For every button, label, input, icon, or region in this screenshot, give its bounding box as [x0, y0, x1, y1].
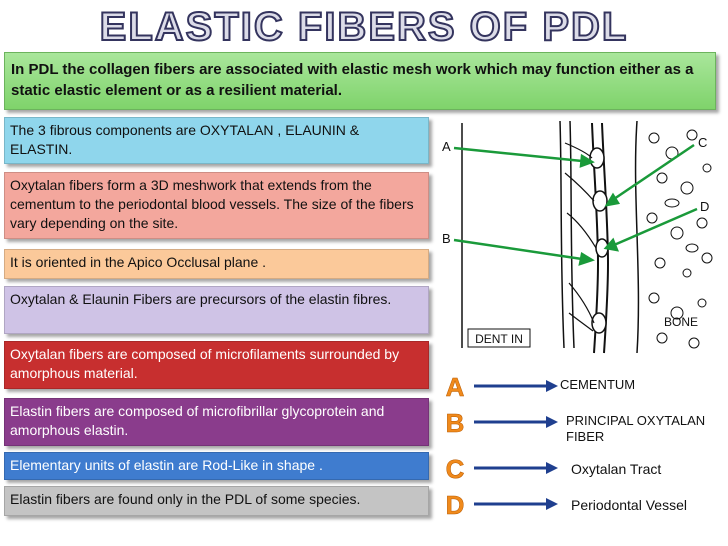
- label-d: D: [700, 199, 709, 214]
- legend-text-a: CEMENTUM: [560, 377, 636, 392]
- orientation-box: It is oriented in the Apico Occlusal pla…: [4, 249, 429, 279]
- label-a: A: [442, 139, 451, 154]
- legend-arrow-a: [474, 380, 558, 392]
- intro-box: In PDL the collagen fibers are associate…: [4, 52, 716, 110]
- elastin-units-box: Elementary units of elastin are Rod-Like…: [4, 452, 429, 480]
- slide-title: ELASTIC FIBERS OF PDL: [0, 2, 728, 52]
- fibrous-components-box: The 3 fibrous components are OXYTALAN , …: [4, 117, 429, 164]
- legend-text-b: PRINCIPAL OXYTALAN FIBER: [566, 413, 706, 444]
- legend-arrow-c: [474, 462, 558, 474]
- elastin-species-box: Elastin fibers are found only in the PDL…: [4, 486, 429, 516]
- dentin-label: DENT IN: [475, 332, 523, 346]
- oxytalan-meshwork-box: Oxytalan fibers form a 3D meshwork that …: [4, 172, 429, 239]
- label-c: C: [698, 135, 707, 150]
- svg-text:D: D: [446, 490, 465, 518]
- pdl-diagram: DENT IN BONE A B C D: [432, 113, 722, 363]
- legend-arrow-b: [474, 416, 558, 428]
- svg-text:B: B: [446, 408, 465, 436]
- svg-text:C: C: [446, 454, 465, 482]
- elastin-composition-box: Elastin fibers are composed of microfibr…: [4, 398, 429, 446]
- bone-label: BONE: [664, 315, 698, 329]
- legend-letter-a: A: [445, 372, 465, 400]
- precursors-box: Oxytalan & Elaunin Fibers are precursors…: [4, 286, 429, 334]
- label-b: B: [442, 231, 451, 246]
- legend-arrow-d: [474, 498, 558, 510]
- legend-letter-c: C: [445, 454, 465, 482]
- legend-text-c: Oxytalan Tract: [571, 461, 662, 477]
- legend-letter-d: D: [445, 490, 465, 518]
- oxytalan-composition-box: Oxytalan fibers are composed of microfil…: [4, 341, 429, 389]
- legend-letter-b: B: [445, 408, 465, 436]
- title-text: ELASTIC FIBERS OF PDL: [100, 5, 629, 49]
- svg-text:A: A: [446, 372, 465, 400]
- legend-text-d: Periodontal Vessel: [571, 497, 687, 513]
